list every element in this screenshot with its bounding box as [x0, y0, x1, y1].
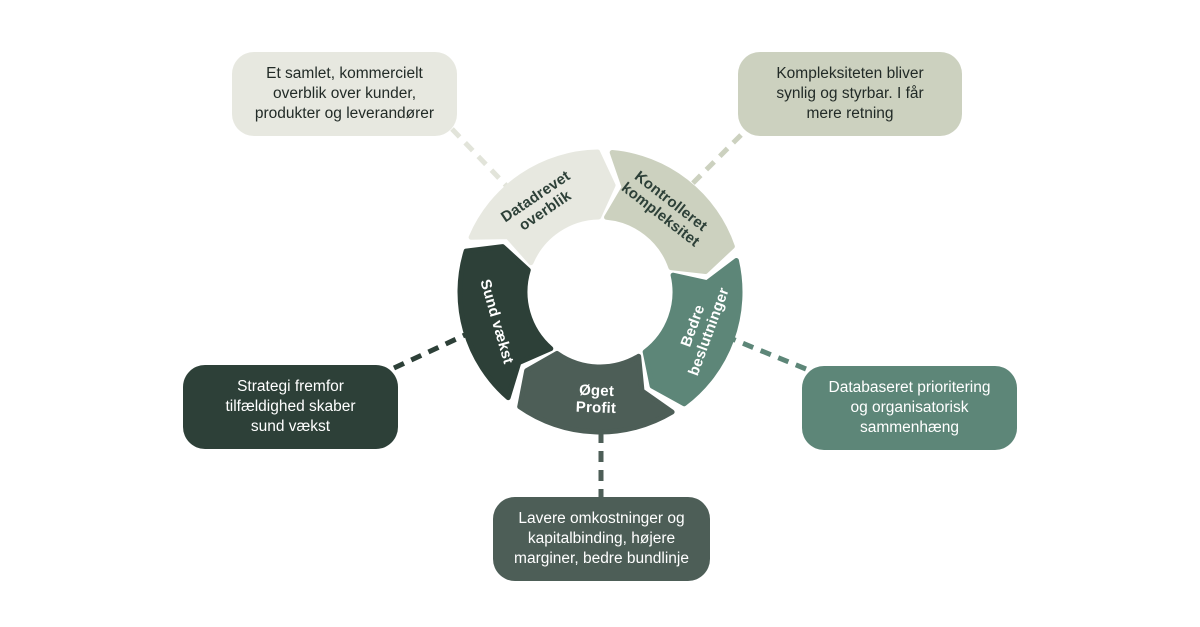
callout-bedre-beslutninger: Databaseret prioritering og organisatori… [802, 366, 1017, 450]
callout-text-line: sund vækst [250, 418, 331, 435]
callout-text-line: produkter og leverandører [254, 105, 435, 122]
wheel-segment-oeget-profit [517, 350, 675, 435]
wheel-segment-sund-vaekst [457, 244, 554, 401]
callout-text-line: Kompleksiteten bliver [776, 65, 924, 82]
callout-text-line: sammenhæng [859, 419, 960, 436]
wheel-segment-kontrolleret-kompleksitet [604, 150, 735, 274]
callout-text-line: Databaseret prioritering [828, 379, 991, 396]
callout-kontrolleret-kompleksitet: Kompleksiteten bliver synlig og styrbar.… [738, 52, 962, 136]
wheel-segments [457, 149, 743, 435]
callout-text-line: Et samlet, kommercielt [266, 65, 423, 82]
callout-text-line: Lavere omkostninger og [518, 510, 685, 527]
connector-line-kontrolleret-kompleksitet [682, 133, 743, 194]
callout-sund-vaekst: Strategi fremfor tilfældighed skaber sun… [183, 365, 398, 449]
wheel-segment-bedre-beslutninger [642, 258, 743, 407]
connector-line-bedre-beslutninger [719, 331, 807, 372]
callout-text-line: og organisatorisk [850, 399, 969, 416]
callout-text-line: tilfældighed skaber [225, 398, 356, 415]
callout-text-line: kapitalbinding, højere [527, 530, 676, 547]
callout-text-line: Strategi fremfor [237, 378, 344, 395]
callout-text-line: overblik over kunder, [272, 85, 417, 102]
wheel-segment-label-oeget-profit: ØgetProfit [576, 382, 618, 417]
wheel-segment-datadrevet-overblik [468, 149, 616, 266]
callout-text-line: mere retning [806, 105, 894, 122]
callout-text-line: synlig og styrbar. I får [776, 85, 924, 102]
callout-oeget-profit: Lavere omkostninger og kapitalbinding, h… [493, 497, 710, 581]
callout-datadrevet-overblik: Et samlet, kommercielt overblik over kun… [232, 52, 457, 136]
callout-text-line: marginer, bedre bundlinje [514, 550, 689, 567]
